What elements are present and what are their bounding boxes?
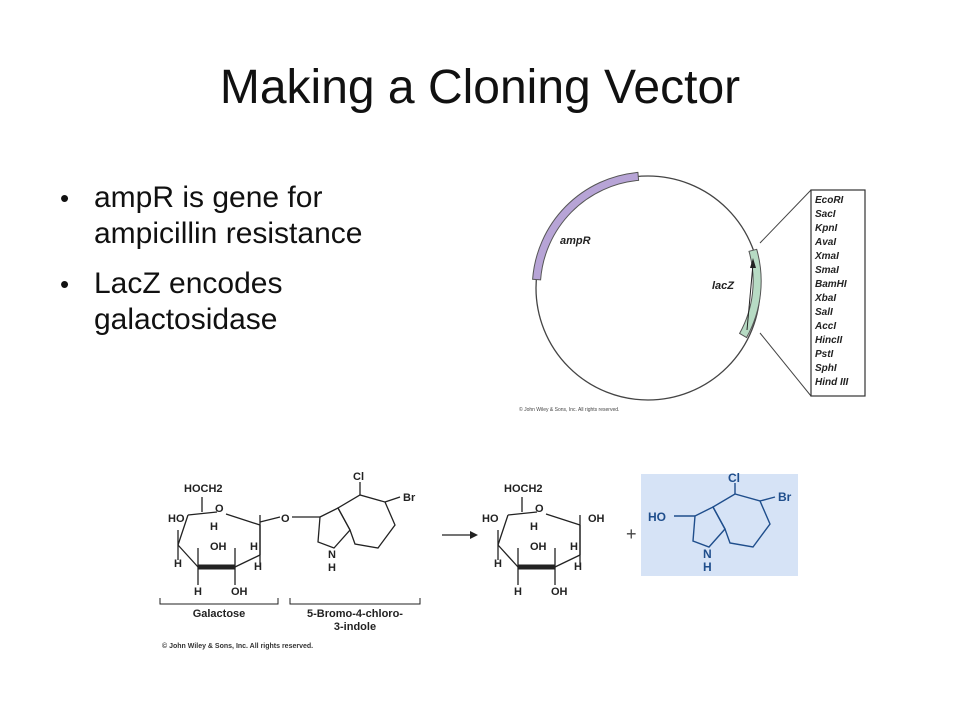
xgal-reaction-diagram: HOCH2 O O HO H H OH H H H OH Cl Br N H G… [159, 471, 798, 650]
restriction-site: XbaI [814, 293, 836, 304]
restriction-site: XmaI [814, 251, 839, 262]
bond [759, 496, 776, 502]
bond [225, 513, 261, 526]
indole-product-box [641, 474, 798, 576]
bond [234, 554, 261, 568]
atom-label: HOCH2 [184, 483, 223, 495]
bond [187, 511, 218, 516]
indole-product: HO Cl Br N H [648, 471, 792, 574]
atom-label: H [574, 561, 582, 573]
bullet-item-ampr: • ampR is gene for ampicillin resistance [60, 180, 400, 252]
indole-label-line1: 5-Bromo-4-chloro- [307, 608, 403, 620]
lacz-arrow-icon [750, 258, 756, 268]
atom-label: Br [778, 490, 792, 504]
restriction-site: BamHI [815, 279, 847, 290]
restriction-sites-list: EcoRI SacI KpnI AvaI XmaI SmaI BamHI XbaI SalI Ac… [814, 195, 849, 388]
atom-label: O [535, 503, 544, 515]
atom-label: OH [588, 513, 605, 525]
atom-label: H [494, 558, 502, 570]
atom-label: Cl [728, 471, 740, 485]
galactose-label: Galactose [193, 608, 246, 620]
bond [259, 516, 281, 523]
atom-label: OH [231, 586, 248, 598]
restriction-site: SalI [815, 307, 833, 318]
bullet-text: LacZ encodes galactosidase [94, 267, 283, 336]
atom-label: O [215, 503, 224, 515]
atom-label: Cl [353, 471, 364, 483]
indole-5-ring [692, 506, 726, 548]
atom-label: HOCH2 [504, 483, 543, 495]
reaction-arrow-icon [470, 531, 478, 539]
bond [507, 511, 538, 516]
restriction-site: HincII [815, 335, 842, 346]
atom-label: H [174, 558, 182, 570]
galactose-product: HOCH2 O OH HO H H OH H H H OH [482, 483, 605, 598]
bullet-item-lacz: • LacZ encodes galactosidase [60, 266, 400, 338]
atom-label: OH [530, 541, 547, 553]
atom-label: H [210, 521, 218, 533]
bond [177, 544, 199, 568]
restriction-site: SacI [815, 209, 836, 220]
indole-6-ring [712, 493, 771, 548]
indole-label-line2: 3-indole [334, 621, 376, 633]
bullet-list: • ampR is gene for ampicillin resistance… [60, 180, 400, 352]
atom-label: O [281, 513, 290, 525]
bond [497, 544, 519, 568]
plus-sign: + [626, 524, 637, 544]
bullet-dot-icon: • [60, 183, 70, 213]
xgal-molecule: HOCH2 O O HO H H OH H H H OH Cl Br N H [168, 471, 416, 598]
atom-label: HO [648, 510, 666, 524]
bond [177, 514, 189, 546]
restriction-site: Hind III [815, 377, 849, 388]
mcs-connector-bottom [759, 332, 812, 397]
restriction-sites-box [810, 189, 866, 397]
atom-label: OH [551, 586, 568, 598]
mcs-connector-top [759, 189, 812, 244]
plasmid-map: ampR lacZ EcoRI SacI KpnI AvaI XmaI SmaI BamHI… [519, 171, 866, 413]
atom-label: Br [403, 492, 416, 504]
reaction-copyright: © John Wiley & Sons, Inc. All rights res… [162, 642, 313, 650]
slide-title: Making a Cloning Vector [219, 61, 741, 114]
atom-label: N [328, 549, 336, 561]
atom-label: H [250, 541, 258, 553]
atom-label: H [703, 560, 712, 574]
indole-6-ring [337, 494, 396, 549]
atom-label: H [530, 521, 538, 533]
plasmid-copyright: © John Wiley & Sons, Inc. All rights res… [519, 406, 619, 413]
atom-label: HO [168, 513, 185, 525]
bond [554, 554, 581, 568]
atom-label: OH [210, 541, 227, 553]
ampr-gene-arc [532, 171, 640, 281]
indole-bracket [289, 598, 421, 605]
bond [545, 513, 581, 526]
atom-label: H [254, 561, 262, 573]
restriction-site: SmaI [815, 265, 839, 276]
lacz-label: lacZ [712, 280, 735, 292]
indole-5-ring [317, 507, 351, 549]
restriction-site: SphI [815, 363, 837, 374]
restriction-site: PstI [815, 349, 834, 360]
bond [497, 514, 509, 546]
atom-label: N [703, 547, 712, 561]
atom-label: HO [482, 513, 499, 525]
atom-label: H [328, 562, 336, 574]
restriction-site: KpnI [815, 223, 837, 234]
bond [384, 496, 401, 503]
atom-label: H [570, 541, 578, 553]
bullet-dot-icon: • [60, 269, 70, 299]
restriction-site: AccI [814, 321, 836, 332]
galactose-bracket [159, 598, 279, 605]
lacz-gene-arc [738, 248, 762, 339]
atom-label: H [514, 586, 522, 598]
bullet-text: ampR is gene for ampicillin resistance [94, 181, 363, 250]
atom-label: H [194, 586, 202, 598]
restriction-site: EcoRI [815, 195, 844, 206]
restriction-site: AvaI [814, 237, 836, 248]
ampr-label: ampR [560, 235, 591, 247]
lacz-arrow-line [746, 263, 754, 331]
